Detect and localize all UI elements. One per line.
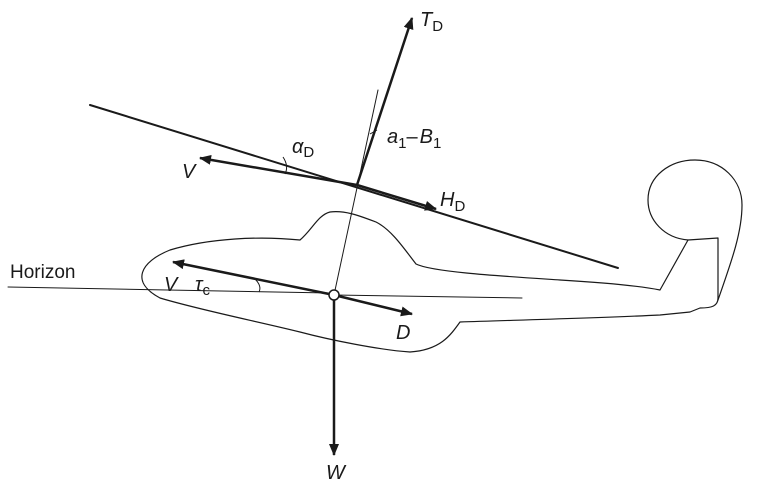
center-of-gravity [328, 289, 340, 301]
alpha-label: αD [292, 136, 314, 161]
h-force-arrow [356, 183, 437, 211]
fuselage-outline [141, 211, 719, 353]
velocity-upper-label: V [182, 161, 197, 183]
weight-label: W [326, 462, 347, 484]
horizon-line [7, 286, 331, 294]
velocity-lower-label: V [164, 274, 179, 296]
horizon-label: Horizon [10, 262, 75, 283]
h-force-label: HD [440, 189, 465, 215]
shaft-axis-line [333, 89, 379, 296]
tau-angle-arc [254, 278, 261, 293]
thrust-label: TD [420, 9, 443, 35]
flapping-angle-tick [369, 129, 378, 135]
tip-path-plane-line [89, 104, 619, 269]
tail-rotor-disk [647, 159, 743, 301]
alpha-angle-arc [282, 156, 288, 175]
flapping-label: a1–B1 [387, 126, 441, 152]
velocity-arrow-upper [199, 154, 358, 187]
thrust-arrow [355, 17, 414, 186]
tau-label: τc [195, 274, 210, 299]
velocity-arrow-lower [172, 259, 335, 297]
drag-arrow [333, 293, 413, 317]
fuselage-drag-label: D [396, 322, 410, 344]
fuselage-reference-line [333, 294, 523, 299]
